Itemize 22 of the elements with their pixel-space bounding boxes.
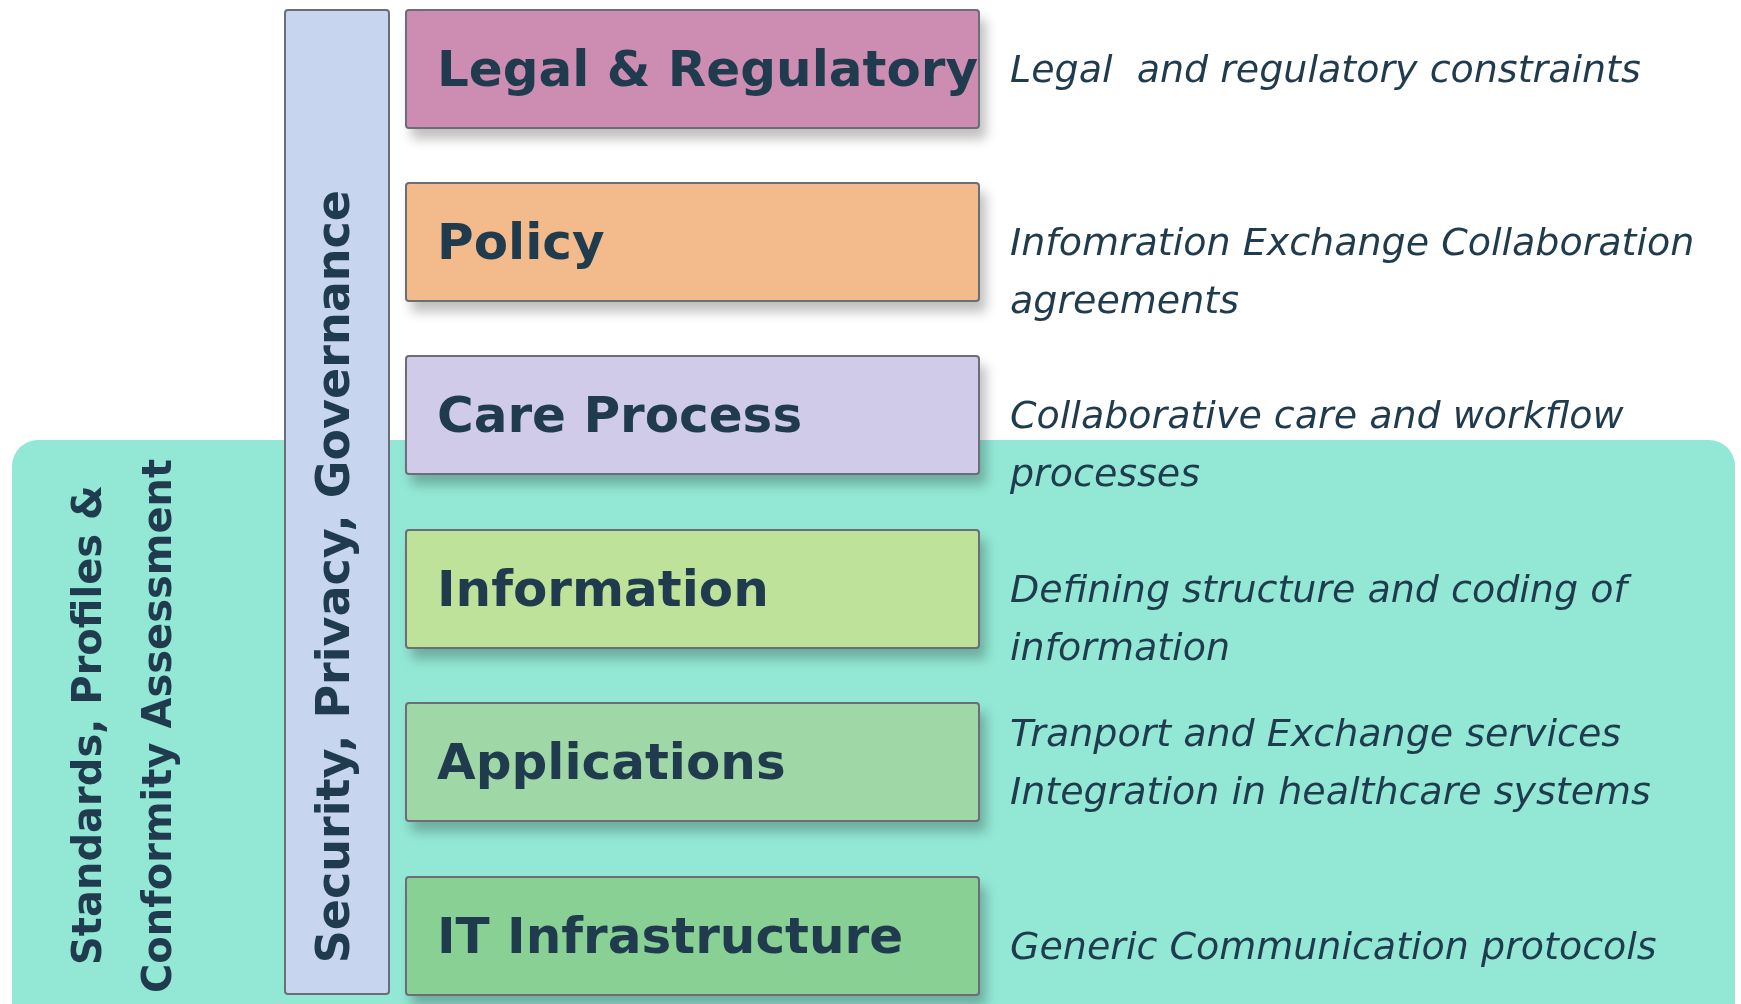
layer-title: Policy (437, 213, 605, 271)
layer-title: Legal & Regulatory (437, 40, 979, 98)
layer-box (405, 182, 980, 302)
layer-box (405, 876, 980, 996)
layer-box (405, 702, 980, 822)
vertical-bar (284, 9, 390, 995)
bar-title: Security, Privacy, Governance (306, 189, 360, 963)
layer-description: Generic Communication protocols (1010, 923, 1658, 970)
layer-description: Infomration Exchange Collaboration agreements (1010, 219, 1696, 324)
layer-title: IT Infrastructure (437, 907, 904, 965)
layer-description: Integration in healthcare systems (1010, 768, 1652, 815)
layer-box (405, 9, 980, 129)
layer-description: Legal and regulatory constraints (1010, 46, 1642, 93)
layer-title: Information (437, 560, 769, 618)
layer-title: Applications (437, 733, 786, 791)
band-title: Standards, Profiles & Conformity Assessment (63, 457, 181, 995)
layer-box (405, 355, 980, 475)
layer-description: Collaborative care and workflow processes (1010, 392, 1625, 497)
layer-box (405, 529, 980, 649)
layer-title: Care Process (437, 386, 803, 444)
layer-description: Defining structure and coding of information (1010, 560, 1730, 676)
layer-description: Tranport and Exchange services (1010, 710, 1623, 757)
